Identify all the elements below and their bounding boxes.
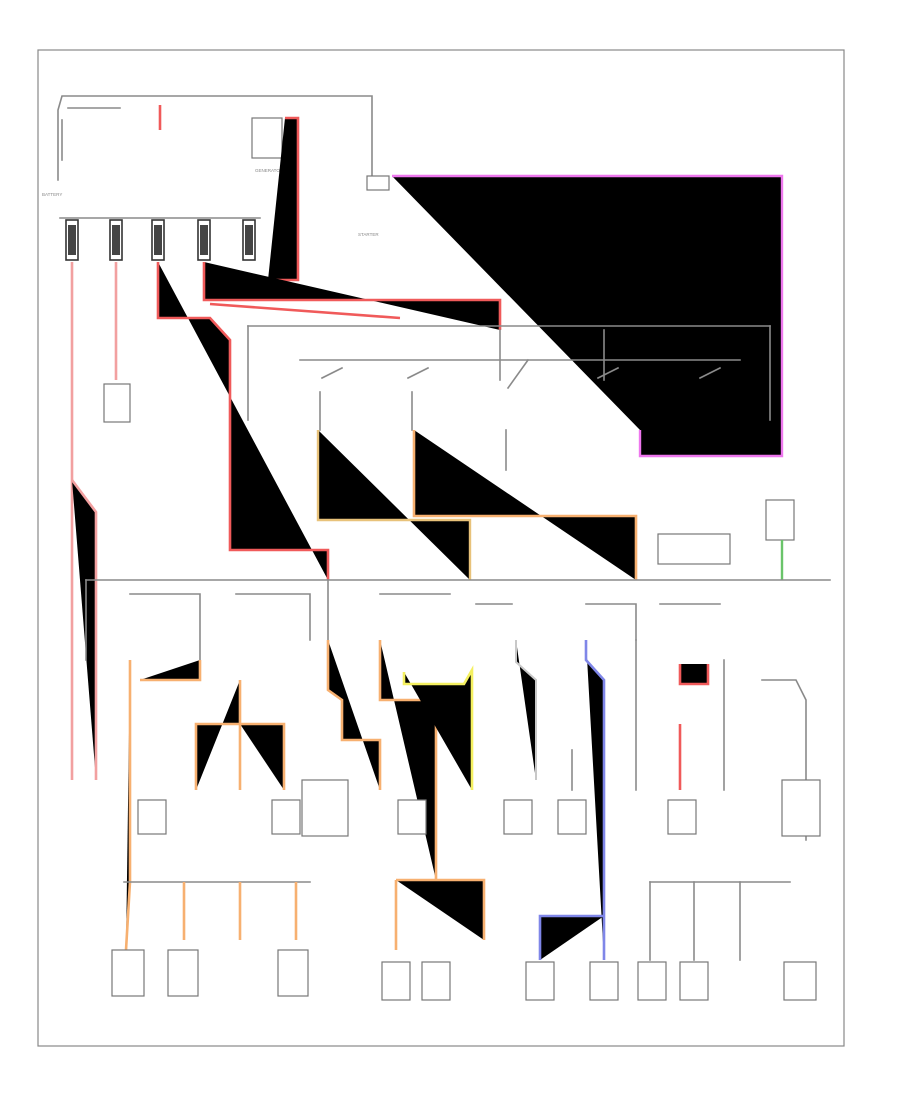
generator-label: GENERATOR [255,168,284,173]
starter-label: STARTER [358,232,379,237]
load-box-8 [781,779,821,837]
bottom-loads [111,949,817,1001]
load-box-4 [397,799,427,835]
fusible-links [59,217,261,261]
generator-box [251,117,283,159]
fuse-block [85,579,831,661]
load-box-6 [557,799,587,835]
load-box-5 [503,799,533,835]
bottom-box-9 [679,961,709,1001]
middle-loads [123,779,821,883]
ignition-switch [247,325,771,431]
diagram-frame [37,49,845,1047]
bottom-box-10 [783,961,817,1001]
bottom-box-8 [637,961,667,1001]
bottom-drops [182,881,741,961]
load-box-1 [137,799,167,835]
ignition-outputs [316,429,795,580]
bottom-box-1 [111,949,145,997]
bottom-box-7 [589,961,619,1001]
battery-label: BATTERY [42,192,62,197]
main-feeds [70,262,502,780]
bottom-box-6 [525,961,555,1001]
top-right-relay-box [765,499,795,541]
light-switch-box [366,175,390,191]
load-box-3 [301,779,349,837]
load-box-7 [667,799,697,835]
branch-circuits [124,639,807,960]
junction-note-box [657,533,731,565]
battery-section: BATTERY GENERATOR STARTER [42,95,784,458]
load-box-2 [271,799,301,835]
horn-relay-box [103,383,131,423]
bottom-box-3 [277,949,309,997]
bottom-box-2 [167,949,199,997]
bottom-box-5 [421,961,451,1001]
bottom-box-4 [381,961,411,1001]
